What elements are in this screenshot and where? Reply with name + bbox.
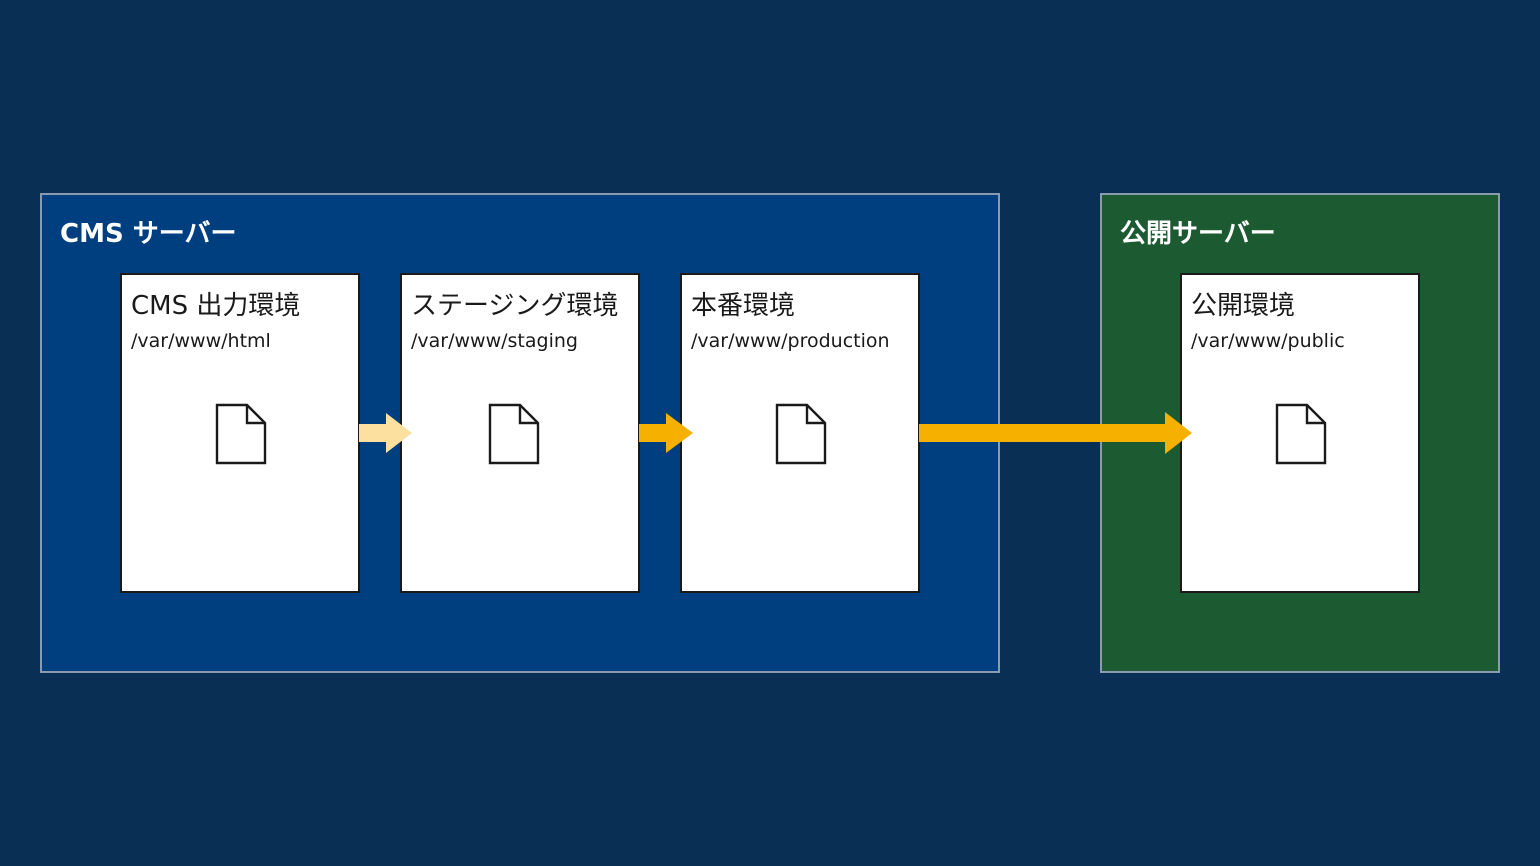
env-card-staging[interactable]: ステージング環境 /var/www/staging (400, 273, 640, 593)
env-path: /var/www/public (1191, 330, 1345, 352)
file-icon (775, 403, 827, 465)
env-card-cms-output[interactable]: CMS 出力環境 /var/www/html (120, 273, 360, 593)
env-title: 公開環境 (1191, 291, 1296, 321)
env-path: /var/www/staging (411, 330, 578, 352)
env-card-public[interactable]: 公開環境 /var/www/public (1180, 273, 1420, 593)
arrow-right-icon (359, 413, 412, 453)
env-title: 本番環境 (691, 291, 796, 321)
env-card-production[interactable]: 本番環境 /var/www/production (680, 273, 920, 593)
cms-server-title: CMS サーバー (60, 219, 237, 249)
public-server-title: 公開サーバー (1120, 219, 1276, 249)
file-icon (488, 403, 540, 465)
env-path: /var/www/production (691, 330, 890, 352)
env-path: /var/www/html (131, 330, 271, 352)
file-icon (215, 403, 267, 465)
arrow-right-icon (919, 412, 1192, 454)
env-title: CMS 出力環境 (131, 291, 301, 321)
file-icon (1275, 403, 1327, 465)
arrow-right-icon (639, 413, 693, 453)
env-title: ステージング環境 (411, 291, 619, 321)
